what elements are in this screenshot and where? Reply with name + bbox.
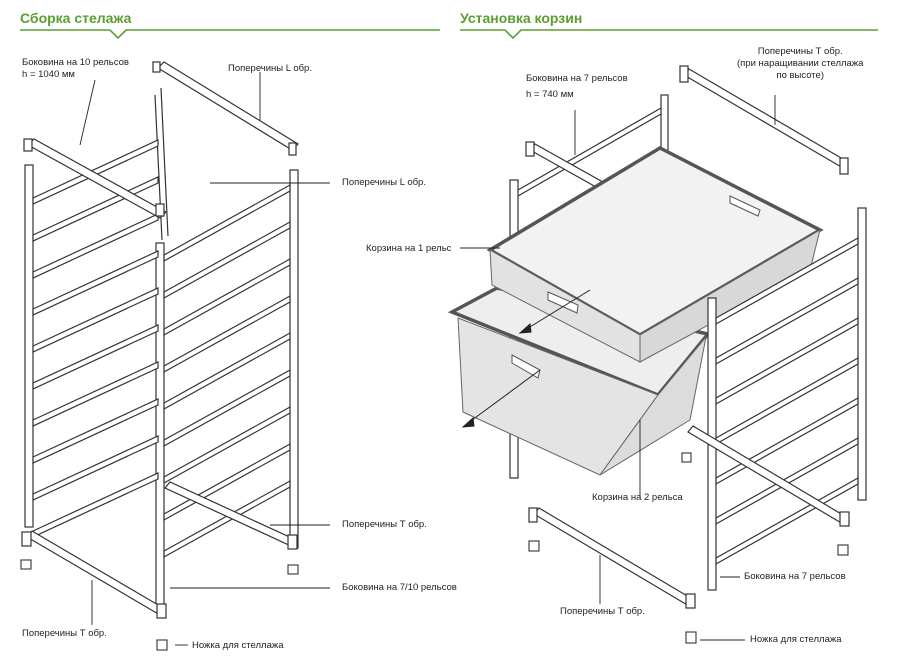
rail-left-7-10 [163, 479, 291, 559]
label-side-10-rails: Боковина на 10 рельсов h = 1040 мм [22, 57, 129, 81]
left-crossbar-l-top [152, 61, 299, 156]
rail-left-10 [32, 435, 159, 501]
label-crossbar-t-top-line1: Поперечины Т обр. [757, 46, 843, 57]
left-feet [20, 559, 299, 651]
rail-left-10 [32, 324, 159, 390]
label-foot-left: Ножка для стеллажа [192, 640, 284, 651]
label-side-10-rails-line2: h = 1040 мм [22, 69, 75, 80]
rail-left-10 [32, 213, 159, 279]
left-crossbar-t-right [164, 481, 298, 550]
label-side-7-rails-bottom: Боковина на 7 рельсов [744, 571, 846, 582]
right-header-underline [460, 29, 878, 40]
label-crossbar-t-top-line3: по высоте) [776, 70, 825, 81]
left-side-7-10-rails [163, 169, 299, 559]
rail-left-10 [32, 139, 159, 205]
rail-left-10 [32, 472, 159, 538]
rail-right-7 [715, 276, 859, 366]
label-side-7-rails-top-line1: Боковина на 7 рельсов [526, 73, 628, 84]
rail-left-10 [32, 250, 159, 316]
basket-2-rails [447, 286, 712, 476]
left-header-underline [20, 29, 440, 40]
right-feet [528, 452, 849, 644]
label-crossbar-t-bottom-left: Поперечины Т обр. [22, 628, 107, 639]
right-section-title: Установка корзин [460, 10, 583, 26]
rail-left-10 [32, 287, 159, 353]
insert-arrows [461, 289, 591, 428]
rail-left-7-10 [163, 220, 291, 300]
right-crossbar-t-rear [687, 425, 850, 527]
label-crossbar-l-mid: Поперечины L обр. [342, 177, 426, 188]
rail-left-10 [32, 361, 159, 427]
label-side-7-rails-top-line2: h = 740 мм [526, 89, 574, 100]
left-section-title: Сборка стелажа [20, 10, 132, 26]
rail-right-7 [715, 356, 859, 446]
rail-left-7-10 [163, 257, 291, 337]
rail-right-7 [715, 236, 859, 326]
label-crossbar-l-top: Поперечины L обр. [228, 63, 312, 74]
rail-left-10 [32, 398, 159, 464]
label-crossbar-t-top-line2: (при наращивании стеллажа [737, 58, 864, 69]
basket-1-rail [486, 145, 824, 363]
rail-left-7-10 [163, 331, 291, 411]
rail-left-7-10 [163, 183, 291, 263]
label-crossbar-t-right: Поперечины Т обр. [342, 519, 427, 530]
label-crossbar-t-bottom-right: Поперечины Т обр. [560, 606, 645, 617]
rail-left-7-10 [163, 294, 291, 374]
rail-right-7 [715, 436, 859, 526]
right-crossbar-t-top [679, 65, 849, 175]
rail-right-7 [715, 316, 859, 406]
label-basket-2-rails: Корзина на 2 рельса [592, 492, 683, 503]
label-basket-1-rail: Корзина на 1 рельс [366, 243, 452, 254]
left-crossbar-l-mid [23, 138, 167, 219]
rail-right-7 [715, 396, 859, 486]
leader-lines [79, 72, 776, 646]
label-side-10-rails-line1: Боковина на 10 рельсов [22, 57, 129, 68]
label-foot-right: Ножка для стеллажа [750, 634, 842, 645]
left-crossbar-t-bottom [21, 530, 167, 619]
rail-left-7-10 [163, 405, 291, 485]
label-side-7-10-rails: Боковина на 7/10 рельсов [342, 582, 457, 593]
left-side-10-rails [24, 139, 165, 612]
label-side-7-rails-top: Боковина на 7 рельсов h = 740 мм [526, 73, 628, 101]
rail-left-10 [32, 176, 159, 242]
label-crossbar-t-top: Поперечины Т обр. (при наращивании стелл… [737, 46, 863, 82]
right-crossbar-t-bottom [528, 507, 696, 609]
rail-left-7-10 [163, 368, 291, 448]
